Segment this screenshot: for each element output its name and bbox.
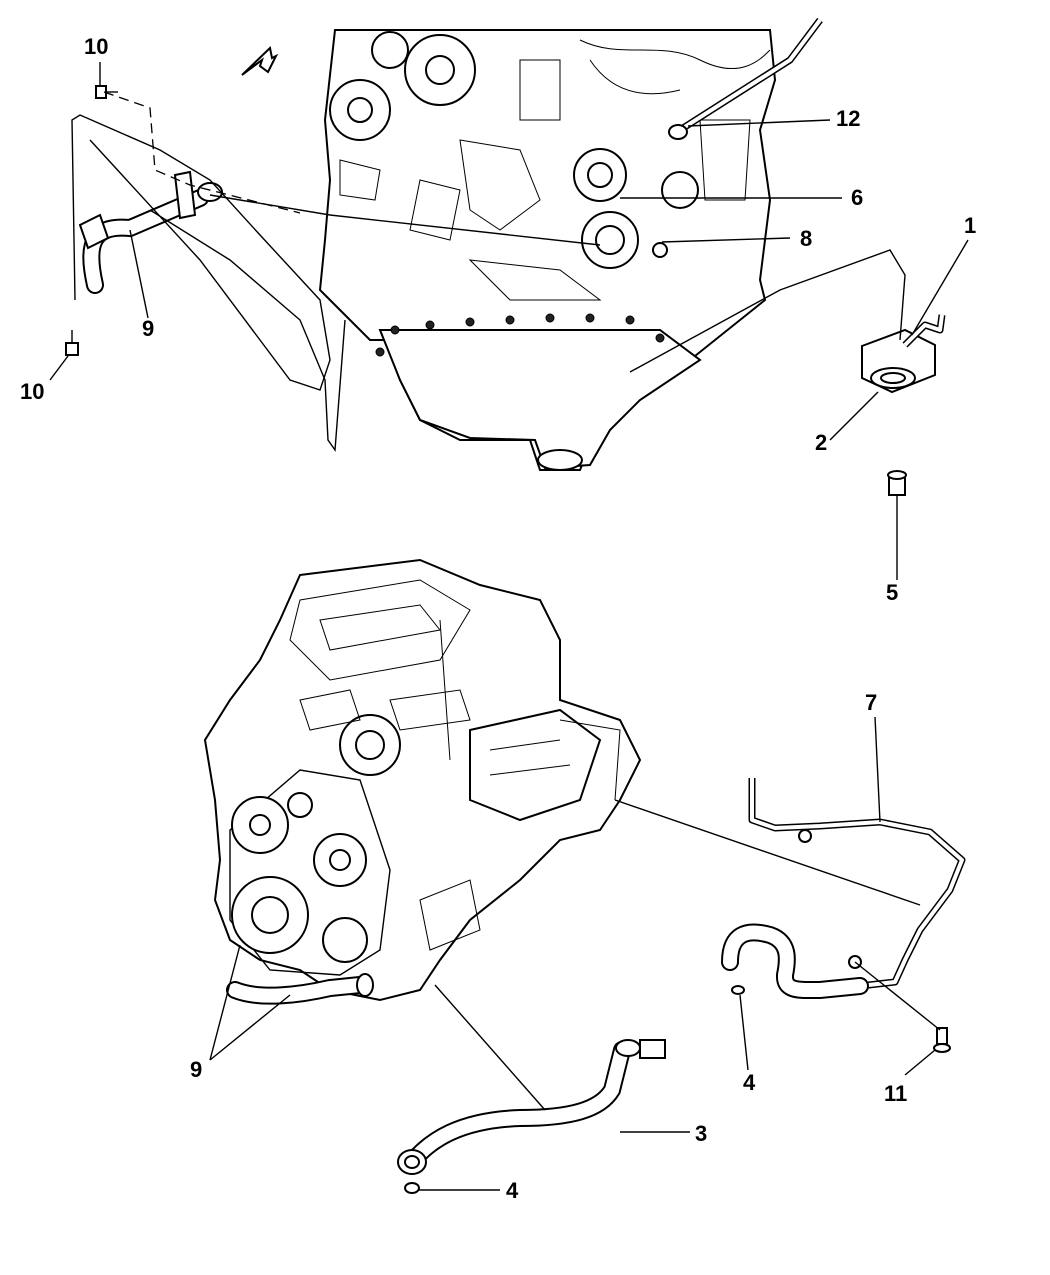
callout-5: 5: [886, 580, 899, 605]
callout-3: 3: [695, 1121, 708, 1146]
forward-arrow-icon: [241, 46, 279, 76]
callout-4-lower: 4: [506, 1178, 519, 1203]
bolt-10-lower: [65, 330, 79, 356]
callout-1: 1: [964, 213, 977, 238]
callout-2: 2: [815, 430, 828, 455]
callout-11: 11: [884, 1081, 908, 1106]
callout-9-lower: 9: [190, 1057, 203, 1082]
lower-engine-assembly: [203, 558, 642, 1002]
bolt-10-upper: [95, 85, 118, 99]
clamp-4-lower: [404, 1182, 420, 1194]
callout-9-upper: 9: [142, 316, 155, 341]
oil-cooler-tube-7: [748, 778, 966, 990]
bolt-11: [933, 1027, 951, 1053]
callout-4-right: 4: [743, 1070, 756, 1095]
callout-12: 12: [836, 106, 861, 131]
upper-engine-block: [318, 17, 823, 471]
bolt-5: [887, 470, 907, 496]
hose-right: [721, 923, 869, 1000]
coolant-hose-upper: [78, 170, 223, 294]
callout-7: 7: [865, 690, 878, 715]
callout-10-upper: 10: [84, 34, 109, 59]
callout-10-lower: 10: [20, 379, 45, 404]
oil-cooler: [861, 314, 946, 394]
callout-8: 8: [800, 226, 813, 251]
callout-6: 6: [851, 185, 864, 210]
leader-lines: [49, 62, 969, 1191]
coolant-hose-lower: [226, 973, 374, 1005]
heater-hose-3: [397, 1039, 666, 1175]
